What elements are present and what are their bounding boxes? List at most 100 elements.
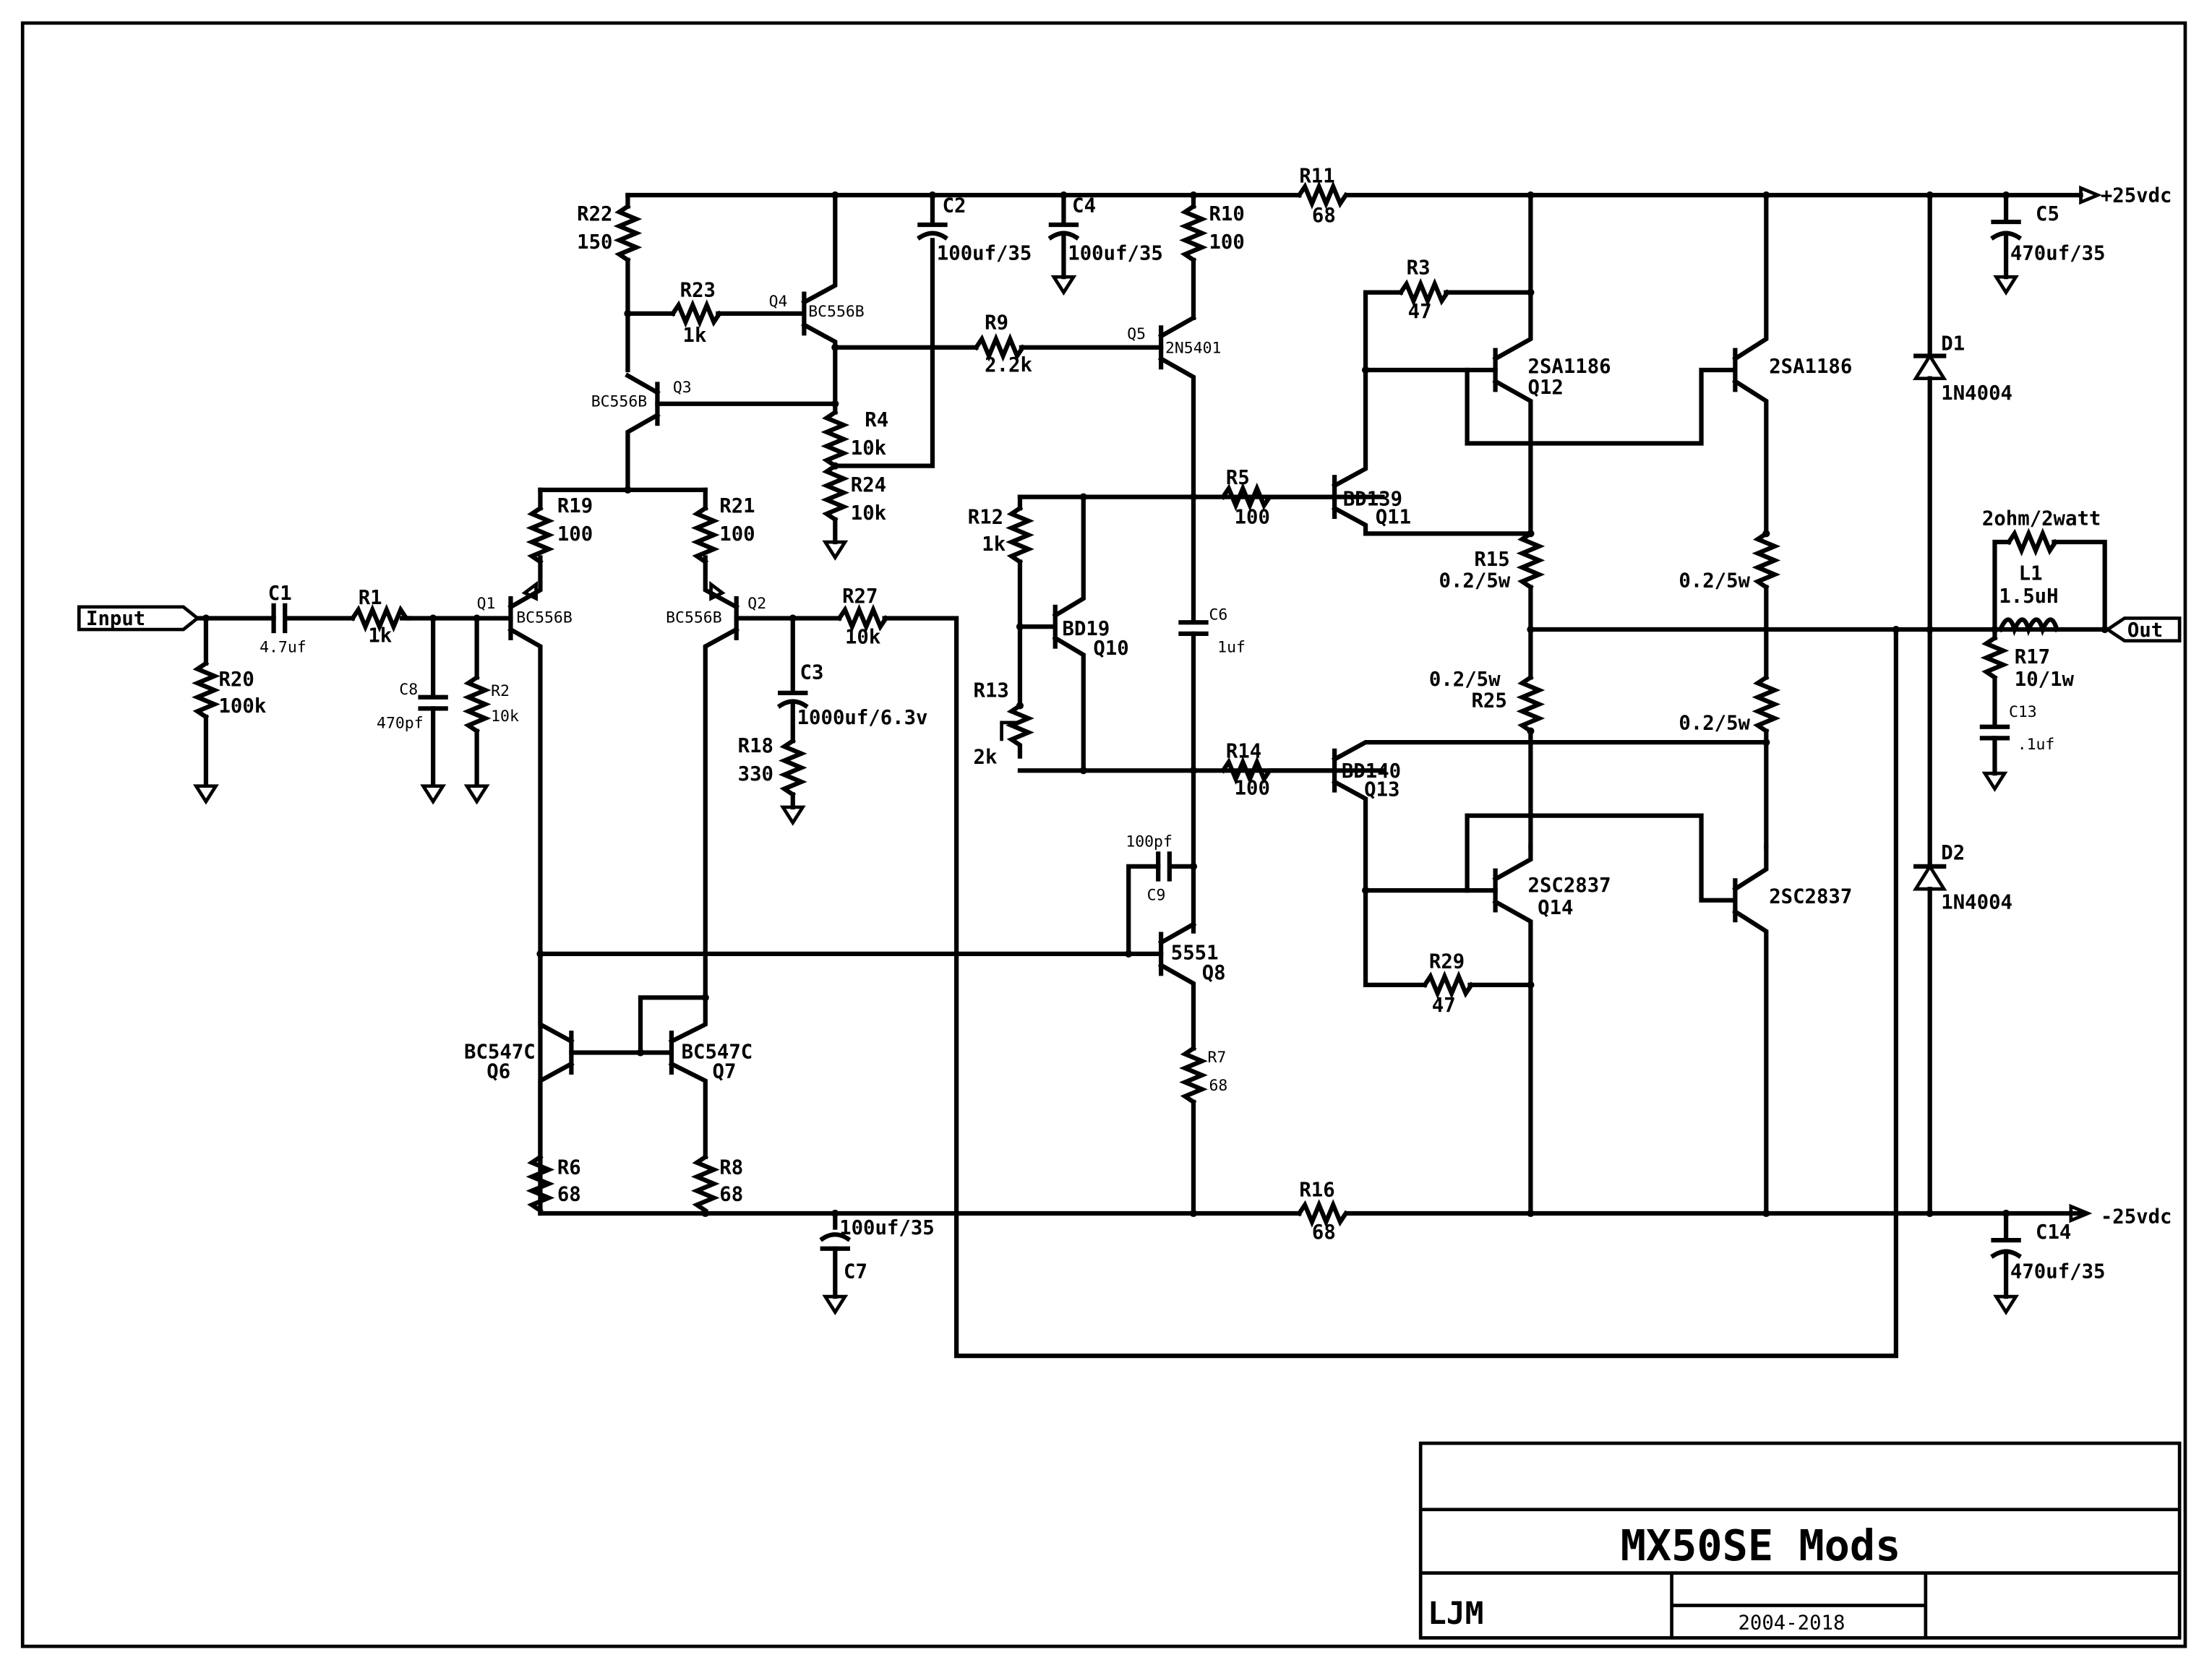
r18-value: 330 bbox=[738, 763, 773, 786]
power-rails bbox=[538, 192, 2083, 1216]
q4-value: BC556B bbox=[808, 303, 865, 321]
q2-ref: Q2 bbox=[747, 595, 766, 613]
r5-ref: R5 bbox=[1226, 467, 1250, 489]
r14-ref: R14 bbox=[1226, 741, 1261, 763]
q5-ref: Q5 bbox=[1127, 325, 1146, 343]
input-port[interactable]: Input bbox=[77, 605, 200, 632]
r15-ref: R15 bbox=[1474, 549, 1509, 571]
q2-value: BC556B bbox=[666, 608, 722, 627]
r29-value: 47 bbox=[1432, 994, 1456, 1017]
output-label: Out bbox=[2127, 619, 2163, 642]
q12-ref: Q12 bbox=[1528, 377, 1564, 399]
r29-ref: R29 bbox=[1429, 950, 1465, 973]
c14-value: 470uf/35 bbox=[2010, 1261, 2106, 1283]
r3-ref: R3 bbox=[1407, 257, 1431, 279]
r19-ref: R19 bbox=[557, 495, 593, 517]
resistor-r20 bbox=[192, 660, 220, 721]
r19-value: 100 bbox=[557, 523, 593, 546]
r6-value: 68 bbox=[557, 1183, 581, 1205]
r2-ref: R2 bbox=[491, 682, 510, 700]
sheet-border bbox=[20, 21, 2187, 1648]
q6-value: BC547C bbox=[464, 1041, 536, 1063]
r16-value: 68 bbox=[1312, 1221, 1336, 1244]
rail-pos-label: +25vdc bbox=[2101, 185, 2172, 207]
r23-ref: R23 bbox=[680, 279, 716, 301]
input-label: Input bbox=[86, 608, 145, 630]
drawing-title: MX50SE Mods bbox=[1621, 1521, 1901, 1570]
transistor-q3 bbox=[625, 372, 838, 492]
r9-ref: R9 bbox=[985, 311, 1008, 334]
q8-ref: Q8 bbox=[1202, 962, 1226, 984]
r10-value: 100 bbox=[1209, 231, 1244, 254]
r8-value: 68 bbox=[719, 1183, 743, 1205]
c13-value: .1uf bbox=[2018, 736, 2055, 754]
r10-ref: R10 bbox=[1209, 203, 1244, 225]
c6-ref: C6 bbox=[1209, 606, 1227, 624]
c5-value: 470uf/35 bbox=[2010, 243, 2106, 265]
c2-ref: C2 bbox=[943, 194, 966, 217]
r22-ref: R22 bbox=[577, 203, 612, 225]
r24-value: 10k bbox=[851, 502, 886, 525]
r2-value: 10k bbox=[491, 708, 519, 726]
r13-value: 2k bbox=[974, 746, 998, 768]
r23-value: 1k bbox=[683, 324, 707, 347]
c7-value: 100uf/35 bbox=[839, 1217, 935, 1239]
q11-value: BD139 bbox=[1343, 488, 1402, 510]
r6-ref: R6 bbox=[557, 1156, 581, 1179]
r27-ref: R27 bbox=[842, 585, 878, 608]
r12-ref: R12 bbox=[968, 507, 1003, 529]
output-port[interactable]: Out bbox=[2104, 616, 2182, 643]
r20-ref: R20 bbox=[218, 668, 254, 691]
c4-value: 100uf/35 bbox=[1068, 243, 1163, 265]
transistor-q11 bbox=[1331, 290, 1533, 536]
q1-value: BC556B bbox=[516, 608, 573, 627]
component-labels: R20 100k C1 4.7uf R1 1k C8 470pf R2 10k … bbox=[218, 165, 2105, 1283]
c3-value: 1000uf/6.3v bbox=[797, 707, 928, 729]
r15b-value: 0.2/5w bbox=[1679, 570, 1750, 593]
q13-ref: Q13 bbox=[1364, 778, 1399, 801]
r5-value: 100 bbox=[1235, 507, 1270, 529]
q10-value: BD19 bbox=[1063, 618, 1110, 640]
q4-ref: Q4 bbox=[769, 293, 788, 311]
transistor-q6 bbox=[538, 951, 575, 1160]
q14b-value: 2SC2837 bbox=[1769, 886, 1852, 908]
r11-ref: R11 bbox=[1299, 165, 1334, 187]
r12-value: 1k bbox=[982, 533, 1006, 556]
d2-ref: D2 bbox=[1941, 842, 1965, 864]
r21-ref: R21 bbox=[719, 495, 755, 517]
r7-value: 68 bbox=[1209, 1077, 1227, 1095]
c14-ref: C14 bbox=[2036, 1221, 2071, 1244]
r4-value: 10k bbox=[851, 437, 886, 460]
c3-ref: C3 bbox=[800, 661, 824, 684]
r20-value: 100k bbox=[218, 695, 266, 718]
ground-symbols bbox=[192, 275, 2020, 1315]
l1-parallel-value: 2ohm/2watt bbox=[1982, 508, 2101, 530]
transistor-q1 bbox=[507, 555, 543, 1216]
author-label: LJM bbox=[1428, 1596, 1484, 1632]
c6-value: 1uf bbox=[1217, 638, 1246, 656]
r8-ref: R8 bbox=[719, 1156, 743, 1179]
r22-value: 150 bbox=[577, 231, 612, 254]
transistor-q10 bbox=[1052, 494, 1086, 773]
r18-ref: R18 bbox=[738, 735, 773, 757]
q7-value: BC547C bbox=[682, 1041, 753, 1063]
transistor-q14b bbox=[1732, 844, 1769, 1216]
c1-ref: C1 bbox=[268, 582, 292, 605]
q3-ref: Q3 bbox=[673, 379, 692, 397]
rail-neg-label: -25vdc bbox=[2101, 1206, 2172, 1229]
transistor-q12 bbox=[1492, 192, 1533, 536]
q14-value: 2SC2837 bbox=[1528, 874, 1611, 897]
q14-ref: Q14 bbox=[1538, 897, 1573, 919]
r24-ref: R24 bbox=[851, 474, 886, 496]
q8-value: 5551 bbox=[1171, 942, 1219, 965]
l1-ref: L1 bbox=[2019, 563, 2043, 585]
r1-ref: R1 bbox=[359, 587, 382, 609]
diode-d1 bbox=[1912, 353, 1947, 381]
r13-ref: R13 bbox=[974, 680, 1009, 702]
r9-value: 2.2k bbox=[985, 354, 1032, 377]
resistor-r1 bbox=[349, 603, 412, 633]
r11-value: 68 bbox=[1312, 205, 1336, 227]
c8-ref: C8 bbox=[399, 681, 418, 699]
